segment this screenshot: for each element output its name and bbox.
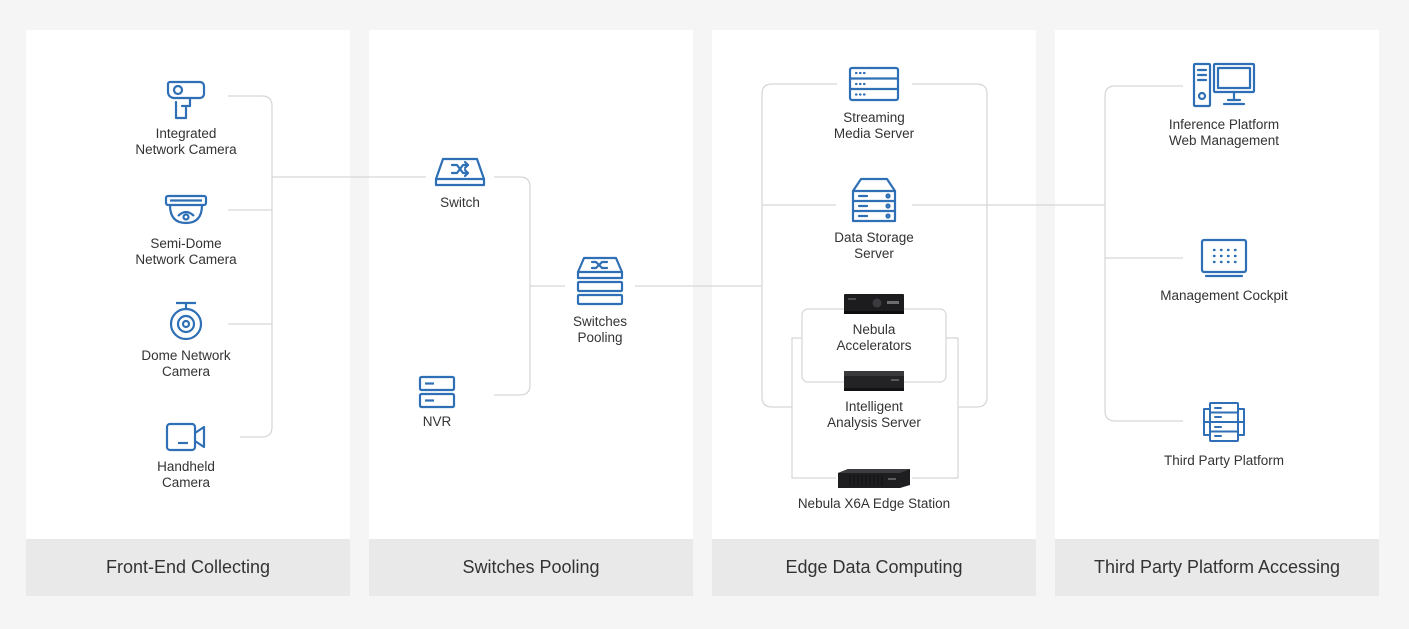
bullet-camera-icon bbox=[166, 80, 206, 120]
dome-camera-label-2: Camera bbox=[161, 364, 210, 379]
integrated-camera-label-1: Integrated bbox=[155, 126, 217, 141]
dome-camera-label-1: Dome Network bbox=[141, 348, 231, 363]
accelerator-card-image bbox=[844, 294, 904, 314]
node-storage-server: Data Storage Server bbox=[814, 177, 934, 262]
storage-server-label-1: Data Storage bbox=[834, 230, 914, 245]
node-dome-camera: Dome Network Camera bbox=[116, 300, 256, 380]
node-analysis-server: Intelligent Analysis Server bbox=[814, 369, 934, 431]
nebula-accelerators-label-1: Nebula bbox=[852, 322, 896, 337]
semi-dome-camera-icon bbox=[164, 194, 208, 225]
node-integrated-camera: Integrated Network Camera bbox=[116, 78, 256, 158]
node-handheld-camera: Handheld Camera bbox=[116, 421, 256, 491]
x6a-edge-station-label: Nebula X6A Edge Station bbox=[797, 496, 951, 511]
switches-pooling-icon bbox=[576, 256, 624, 306]
storage-server-label-2: Server bbox=[854, 246, 894, 261]
panel-switches: Switches Pooling bbox=[369, 30, 693, 596]
inference-platform-label-1: Inference Platform bbox=[1168, 117, 1280, 132]
integrated-camera-label-2: Network Camera bbox=[135, 142, 237, 157]
panel-front-end: Front-End Collecting bbox=[26, 30, 350, 596]
semi-dome-camera-label-2: Network Camera bbox=[135, 252, 237, 267]
node-third-party-platform: Third Party Platform bbox=[1144, 401, 1304, 469]
switch-label: Switch bbox=[440, 195, 480, 210]
bracket-front-end bbox=[228, 95, 273, 438]
handheld-camera-label-2: Camera bbox=[161, 475, 210, 490]
node-management-cockpit: Management Cockpit bbox=[1144, 238, 1304, 304]
bracket-edge-outer-right bbox=[912, 83, 988, 408]
panel-footer-third-party: Third Party Platform Accessing bbox=[1055, 539, 1379, 596]
nvr-label: NVR bbox=[422, 414, 452, 429]
switch-icon bbox=[434, 157, 486, 187]
panel-footer-front-end: Front-End Collecting bbox=[26, 539, 350, 596]
analysis-server-label-2: Analysis Server bbox=[827, 415, 921, 430]
node-semi-dome-camera: Semi-Dome Network Camera bbox=[116, 194, 256, 268]
streaming-server-icon bbox=[848, 66, 900, 102]
third-party-platform-label: Third Party Platform bbox=[1163, 453, 1285, 468]
nvr-icon bbox=[418, 375, 456, 409]
management-cockpit-label: Management Cockpit bbox=[1160, 288, 1288, 303]
node-switches-pooling: Switches Pooling bbox=[540, 256, 660, 346]
panel-third-party: Third Party Platform Accessing bbox=[1055, 30, 1379, 596]
node-nebula-accelerators: Nebula Accelerators bbox=[814, 293, 934, 354]
dome-camera-icon bbox=[169, 301, 203, 341]
third-party-platform-icon bbox=[1203, 402, 1245, 442]
edge-station-image bbox=[838, 469, 910, 488]
analysis-server-label-1: Intelligent bbox=[845, 399, 903, 414]
node-nvr: NVR bbox=[400, 375, 474, 430]
analysis-server-image bbox=[844, 371, 904, 391]
nebula-accelerators-label-2: Accelerators bbox=[836, 338, 912, 353]
handheld-camera-label-1: Handheld bbox=[157, 459, 215, 474]
switches-pooling-label-2: Pooling bbox=[577, 330, 623, 345]
streaming-server-label-1: Streaming bbox=[843, 110, 905, 125]
bracket-third-party bbox=[1104, 85, 1183, 422]
node-switch: Switch bbox=[400, 157, 520, 211]
streaming-server-label-2: Media Server bbox=[833, 126, 915, 141]
inference-platform-label-2: Web Management bbox=[1168, 133, 1280, 148]
node-inference-platform: Inference Platform Web Management bbox=[1144, 62, 1304, 149]
box-analysis bbox=[791, 337, 836, 479]
desktop-computer-icon bbox=[1192, 62, 1256, 108]
semi-dome-camera-label-1: Semi-Dome bbox=[150, 236, 222, 251]
management-cockpit-icon bbox=[1200, 238, 1248, 278]
bracket-edge-outer bbox=[761, 83, 837, 408]
handheld-camera-icon bbox=[165, 422, 206, 452]
box-analysis-right bbox=[912, 337, 959, 479]
panel-footer-edge: Edge Data Computing bbox=[712, 539, 1036, 596]
switches-pooling-label-1: Switches bbox=[572, 314, 628, 329]
node-x6a-edge-station: Nebula X6A Edge Station bbox=[794, 467, 954, 512]
panel-footer-switches: Switches Pooling bbox=[369, 539, 693, 596]
storage-server-icon bbox=[851, 177, 897, 223]
node-streaming-server: Streaming Media Server bbox=[814, 66, 934, 142]
